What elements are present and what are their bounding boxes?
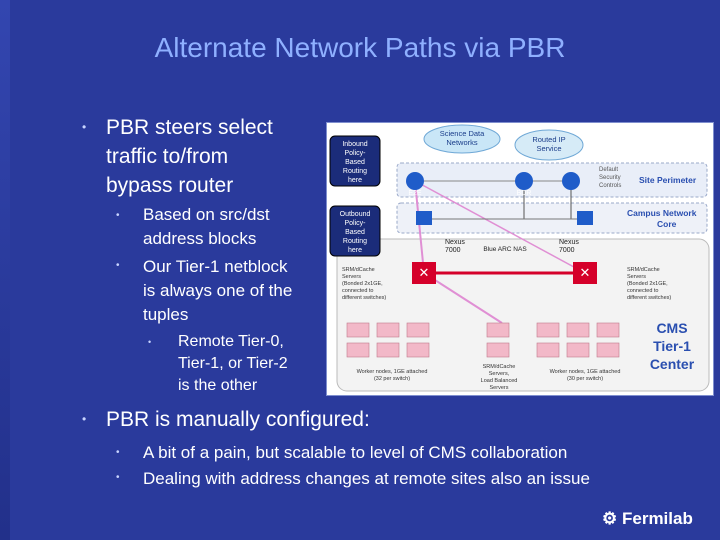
outbound-line: Based [345,229,365,236]
bullet-line: is the other [178,377,258,394]
left-servers-line: SRM/dCache [342,267,375,273]
nexus-left-line1: Nexus [445,239,465,246]
inbound-line: here [348,177,362,184]
bluearc-label: Blue ARC NAS [483,246,527,253]
inbound-line: Based [345,159,365,166]
network-diagram-svg: Science Data Networks Routed IP Service … [329,124,710,392]
bullet-1-line: PBR steers select [106,116,273,139]
campus-core-line1: Campus Network [627,208,697,218]
cloud-science-line2: Networks [446,138,478,147]
bullet-dot: • [116,210,120,221]
link-line [423,272,503,324]
slide-title: Alternate Network Paths via PBR [154,32,566,63]
bullet-2-sub1: A bit of a pain, but scalable to level o… [143,443,568,462]
bullet-line: Based on src/dst [143,205,270,224]
bullet-dot: • [116,472,120,483]
router-perimeter [562,172,580,190]
bottom-mid-line: Servers [490,385,509,391]
fermilab-logo: ⚙ Fermilab [602,509,693,529]
inbound-line: Routing [343,168,367,175]
bullet-dot: • [82,120,87,134]
bullet-1-line: bypass router [106,174,234,197]
bullet-1-sub2: Our Tier-1 netblock is always one of the… [143,255,292,327]
bullet-dot: • [148,337,152,347]
switch-x-icon: ✕ [580,265,591,280]
default-security-line: Controls [599,183,621,189]
background-band [0,0,10,540]
router-bdr [515,172,533,190]
bottom-mid-line: Load Balanced [481,378,518,384]
default-security-line: Security [599,175,621,181]
bullet-line: Remote Tier-0, [178,333,284,350]
fermilab-logo-text: Fermilab [621,509,693,528]
bullet-dot: • [82,412,87,426]
default-security-line: Default [599,167,618,173]
site-perimeter-band [396,162,708,198]
bullet-dot: • [116,447,120,458]
outbound-line: Routing [343,238,367,245]
bullet-line: address blocks [143,229,257,248]
bottom-mid-line: SRM/dCache [483,364,516,370]
bullet-1-sub2-sub: Remote Tier-0, Tier-1, or Tier-2 is the … [178,331,288,397]
cms-label-line1: CMS [656,320,687,336]
router-bdr-label: BDR [517,190,532,197]
left-servers-line: connected to [342,288,374,294]
nexus-right-line2: 7000 [559,247,575,254]
bottom-right-line: Worker nodes, 1GE attached [550,369,621,375]
inbound-line: Policy- [344,150,366,157]
bottom-left-line: Worker nodes, 1GE attached [357,369,428,375]
campus-core-band [396,202,708,234]
bullet-line: Our Tier-1 netblock [143,257,288,276]
right-servers-line: connected to [627,288,659,294]
inbound-line: Inbound [342,141,367,148]
bullet-2-text: PBR is manually configured: [106,408,370,431]
left-servers-line: different switches) [342,295,386,301]
outbound-line: here [348,247,362,254]
left-servers-line: (Bonded 2x1GE, [342,281,383,287]
cloud-routed-line1: Routed IP [532,135,565,144]
switch-core [577,211,593,225]
bullet-2-sub2: Dealing with address changes at remote s… [143,469,590,488]
server-racks [346,322,620,358]
bottom-left-line: (32 per switch) [374,376,410,382]
network-diagram: Science Data Networks Routed IP Service … [326,122,714,396]
left-servers-line: Servers [342,274,361,280]
bullet-line: tuples [143,305,189,324]
nexus-right-line1: Nexus [559,239,579,246]
bullet-line: Tier-1, or Tier-2 [178,355,288,372]
switch-x-icon: ✕ [419,265,430,280]
campus-core-line2: Core [657,219,677,229]
site-perimeter-label: Site Perimeter [639,175,697,185]
link-line [414,180,586,274]
router-e2e [406,172,424,190]
bottom-mid-line: Servers, [489,371,510,377]
right-servers-line: different switches) [627,295,671,301]
right-servers-line: (Bonded 2x1GE, [627,281,668,287]
cloud-science-line1: Science Data [440,129,485,138]
router-e2e-label: E2E [408,190,422,197]
bullet-1-text: PBR steers select traffic to/from bypass… [106,113,273,200]
routed-cloud [514,129,584,161]
bullet-dot: • [116,260,120,271]
cms-label-line2: Tier-1 [653,338,691,354]
outbound-callout [329,205,381,257]
cloud-routed-line2: Service [536,144,561,153]
nexus-switch-right [573,262,597,284]
cms-label-line3: Center [650,356,695,372]
nexus-switch-left [412,262,436,284]
nexus-left-line2: 7000 [445,247,461,254]
bullet-1-line: traffic to/from [106,145,229,168]
fermilab-logo-icon: ⚙ [602,509,618,528]
inbound-callout [329,135,381,187]
bullet-line: is always one of the [143,281,293,300]
bottom-right-line: (30 per switch) [567,376,603,382]
right-servers-line: SRM/dCache [627,267,660,273]
outbound-line: Policy- [344,220,366,227]
link-line [414,180,425,274]
science-cloud [423,124,501,154]
outbound-line: Outbound [340,211,371,218]
switch-core [416,211,432,225]
right-servers-line: Servers [627,274,646,280]
bullet-1-sub1: Based on src/dst address blocks [143,203,270,251]
